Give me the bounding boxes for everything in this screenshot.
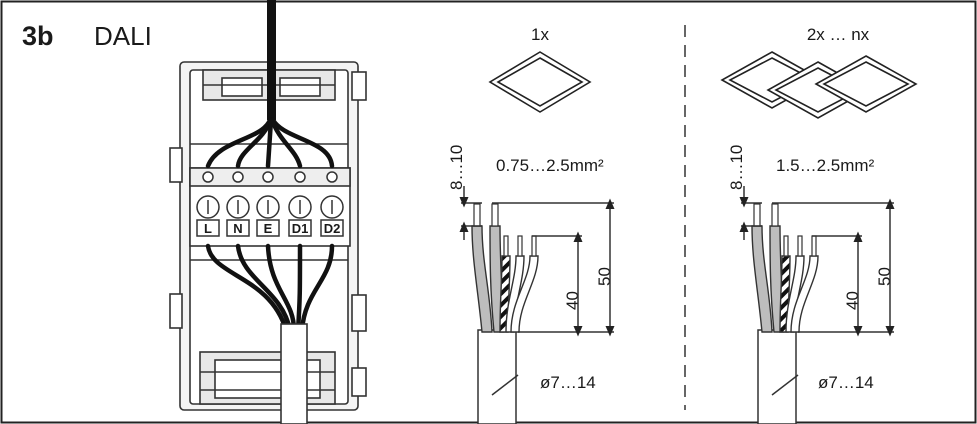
cable-jacket <box>477 329 517 424</box>
terminal-screw-small <box>326 171 338 183</box>
wire-conductor <box>771 203 779 227</box>
terminal-label-e: E <box>264 221 273 236</box>
terminal-label-box <box>196 219 220 237</box>
diameter-leader <box>771 374 799 396</box>
single-diameter: ø7…14 <box>540 373 596 392</box>
wire-conductor <box>811 235 817 257</box>
luminaire-icon <box>488 51 592 113</box>
terminal-label-box <box>256 219 280 237</box>
terminal-label-box <box>320 219 344 237</box>
wire-core-long <box>751 225 773 333</box>
wire-conductor <box>517 235 523 257</box>
multi-outer-length: 50 <box>875 267 894 286</box>
stripped-cable <box>459 186 615 424</box>
wire-conductor <box>503 235 509 257</box>
multi-cross-section: 1.5…2.5mm² <box>776 156 875 175</box>
diameter-leader <box>491 374 519 396</box>
step-number: 3b <box>22 21 54 51</box>
panel-multi: 2x … nx 1.5…2.5mm² 8…10 40 50 ø7…14 <box>720 25 918 424</box>
stripped-cable <box>739 186 895 424</box>
terminal-label-n: N <box>233 221 242 236</box>
multi-strip-length: 8…10 <box>727 145 746 190</box>
luminaire-group-icon <box>720 51 918 119</box>
wire-conductor <box>797 235 803 257</box>
top-wires <box>205 117 335 169</box>
terminal-screw-small <box>294 171 306 183</box>
panel-single: 1x 0.75…2.5mm² 8…10 40 50 ø7…14 <box>447 25 615 424</box>
single-count-label: 1x <box>531 25 549 44</box>
terminal-screw-small <box>232 171 244 183</box>
supply-cable-top <box>267 0 276 120</box>
terminal-screw-small <box>202 171 214 183</box>
terminal-label-d2: D2 <box>324 221 341 236</box>
single-cross-section: 0.75…2.5mm² <box>496 156 604 175</box>
wire-core-short <box>790 255 819 333</box>
multi-diameter: ø7…14 <box>818 373 874 392</box>
terminal-label-l: L <box>204 221 212 236</box>
cable-jacket <box>757 329 797 424</box>
multi-count-label: 2x … nx <box>807 25 870 44</box>
wire-core-short <box>510 255 539 333</box>
wire-conductor <box>783 235 789 257</box>
wire-core-long <box>471 225 493 333</box>
multi-inner-length: 40 <box>843 291 862 310</box>
bottom-wires <box>205 243 335 333</box>
single-strip-length: 8…10 <box>447 145 466 190</box>
wire-conductor <box>753 203 761 227</box>
terminal-label-box <box>288 219 312 237</box>
wire-conductor <box>491 203 499 227</box>
supply-cable-bottom <box>280 323 308 424</box>
terminal-label-box <box>226 219 250 237</box>
terminal-screw-small <box>262 171 274 183</box>
wire-conductor <box>473 203 481 227</box>
single-inner-length: 40 <box>563 291 582 310</box>
figure-title: DALI <box>94 21 152 51</box>
terminal-label-d1: D1 <box>292 221 309 236</box>
single-outer-length: 50 <box>595 267 614 286</box>
wire-conductor <box>531 235 537 257</box>
